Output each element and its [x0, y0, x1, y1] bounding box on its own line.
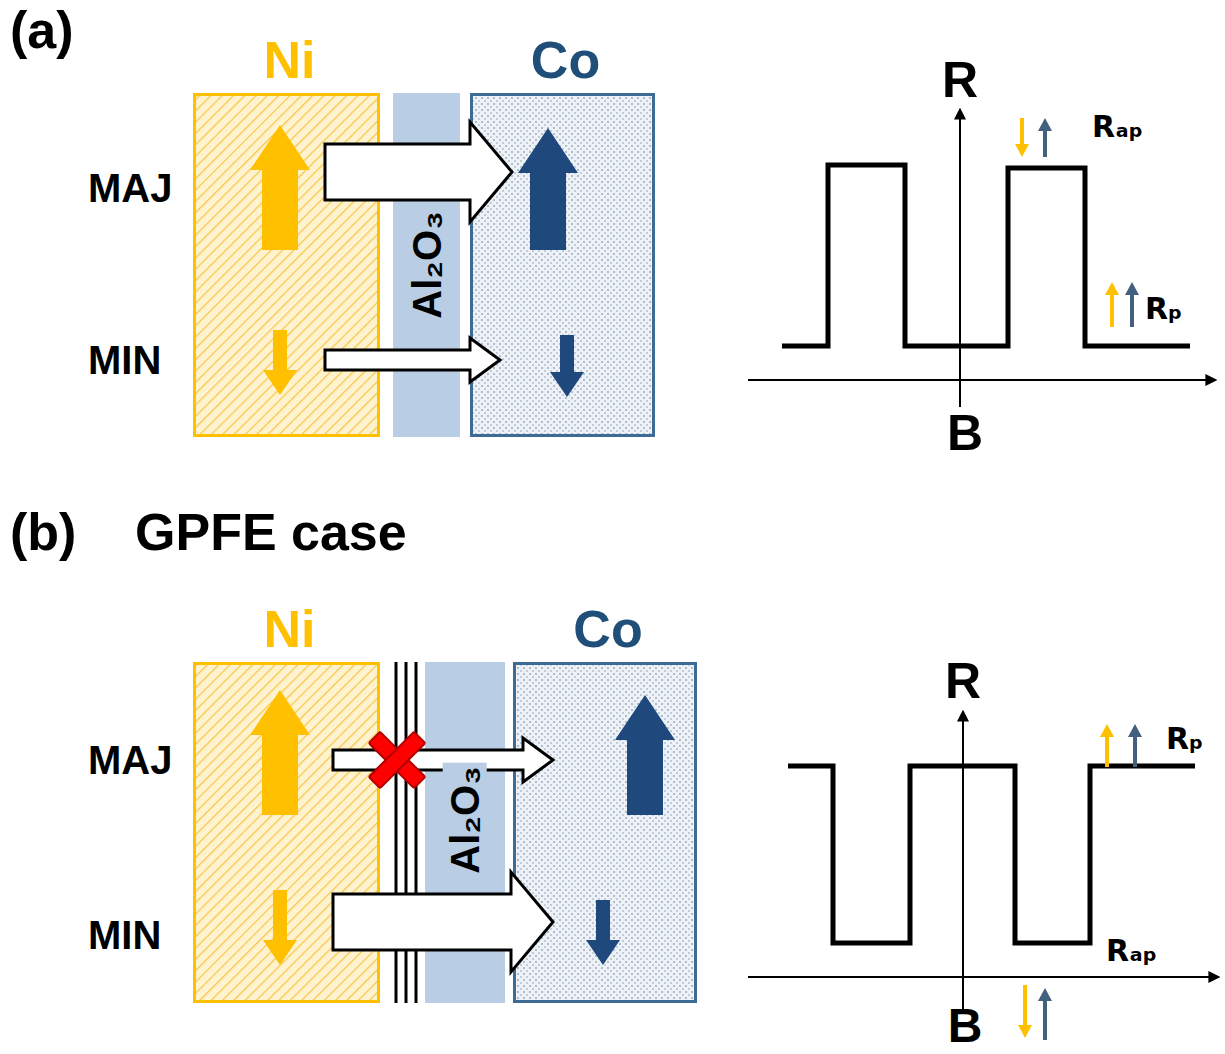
interface-line	[415, 662, 418, 1003]
spin-arrow	[1100, 724, 1114, 767]
state-label: Rₚ	[1166, 724, 1203, 754]
spin-arrow	[1015, 118, 1029, 157]
co-layer: Co	[513, 662, 697, 1003]
material-name: Ni	[264, 603, 316, 655]
oxide-fill	[425, 662, 505, 1003]
axis-label: R	[942, 55, 978, 105]
ni-fill	[193, 662, 380, 1003]
spin-arrow	[550, 335, 584, 397]
panel-label: (b)	[10, 506, 76, 558]
ni-layer: Ni	[193, 662, 380, 1003]
material-label: Al₂O₃	[405, 207, 449, 322]
spin-arrow	[1018, 985, 1032, 1038]
resistance-curve	[782, 165, 1190, 346]
spin-arrow	[615, 695, 675, 815]
r-axis	[962, 712, 964, 1010]
material-name: Ni	[264, 34, 316, 86]
oxide-barrier: Al₂O₃	[425, 662, 505, 1003]
b-axis	[748, 379, 1215, 381]
co-layer: Co	[470, 93, 655, 437]
interface-line	[405, 662, 408, 1003]
spin-arrow	[1125, 282, 1139, 327]
band-label: MIN	[88, 915, 161, 955]
panel-title: GPFE case	[135, 506, 407, 558]
resistance-curve	[788, 766, 1195, 943]
spin-arrow	[1105, 282, 1119, 327]
band-label: MAJ	[88, 740, 172, 780]
b-axis	[748, 976, 1218, 978]
blocked-mark	[369, 732, 426, 789]
r-axis	[959, 110, 961, 407]
spin-arrow	[263, 330, 297, 395]
state-label: Rₚ	[1145, 294, 1182, 324]
tunneling-arrow	[333, 872, 553, 972]
state-label: Rₐₚ	[1106, 936, 1157, 966]
state-label: Rₐₚ	[1092, 112, 1143, 142]
spin-arrow	[250, 125, 310, 250]
interface-line	[395, 662, 398, 1003]
material-name: Co	[573, 603, 642, 655]
material-label: Al₂O₃	[443, 762, 487, 877]
spin-arrow	[1128, 724, 1142, 767]
panel-label: (a)	[10, 4, 74, 56]
spin-arrow	[586, 900, 620, 965]
axis-label: R	[945, 656, 981, 706]
co-fill	[470, 93, 655, 437]
axis-label: B	[948, 1002, 983, 1050]
spin-arrow	[518, 128, 578, 250]
material-name: Co	[531, 34, 600, 86]
co-fill	[513, 662, 697, 1003]
spin-arrow	[263, 890, 297, 965]
spin-arrow	[1038, 118, 1052, 157]
spin-arrow	[1038, 988, 1052, 1040]
tunneling-arrow	[325, 338, 500, 382]
band-label: MIN	[88, 340, 161, 380]
axis-label: B	[947, 408, 983, 458]
band-label: MAJ	[88, 168, 172, 208]
spin-arrow	[250, 690, 310, 815]
